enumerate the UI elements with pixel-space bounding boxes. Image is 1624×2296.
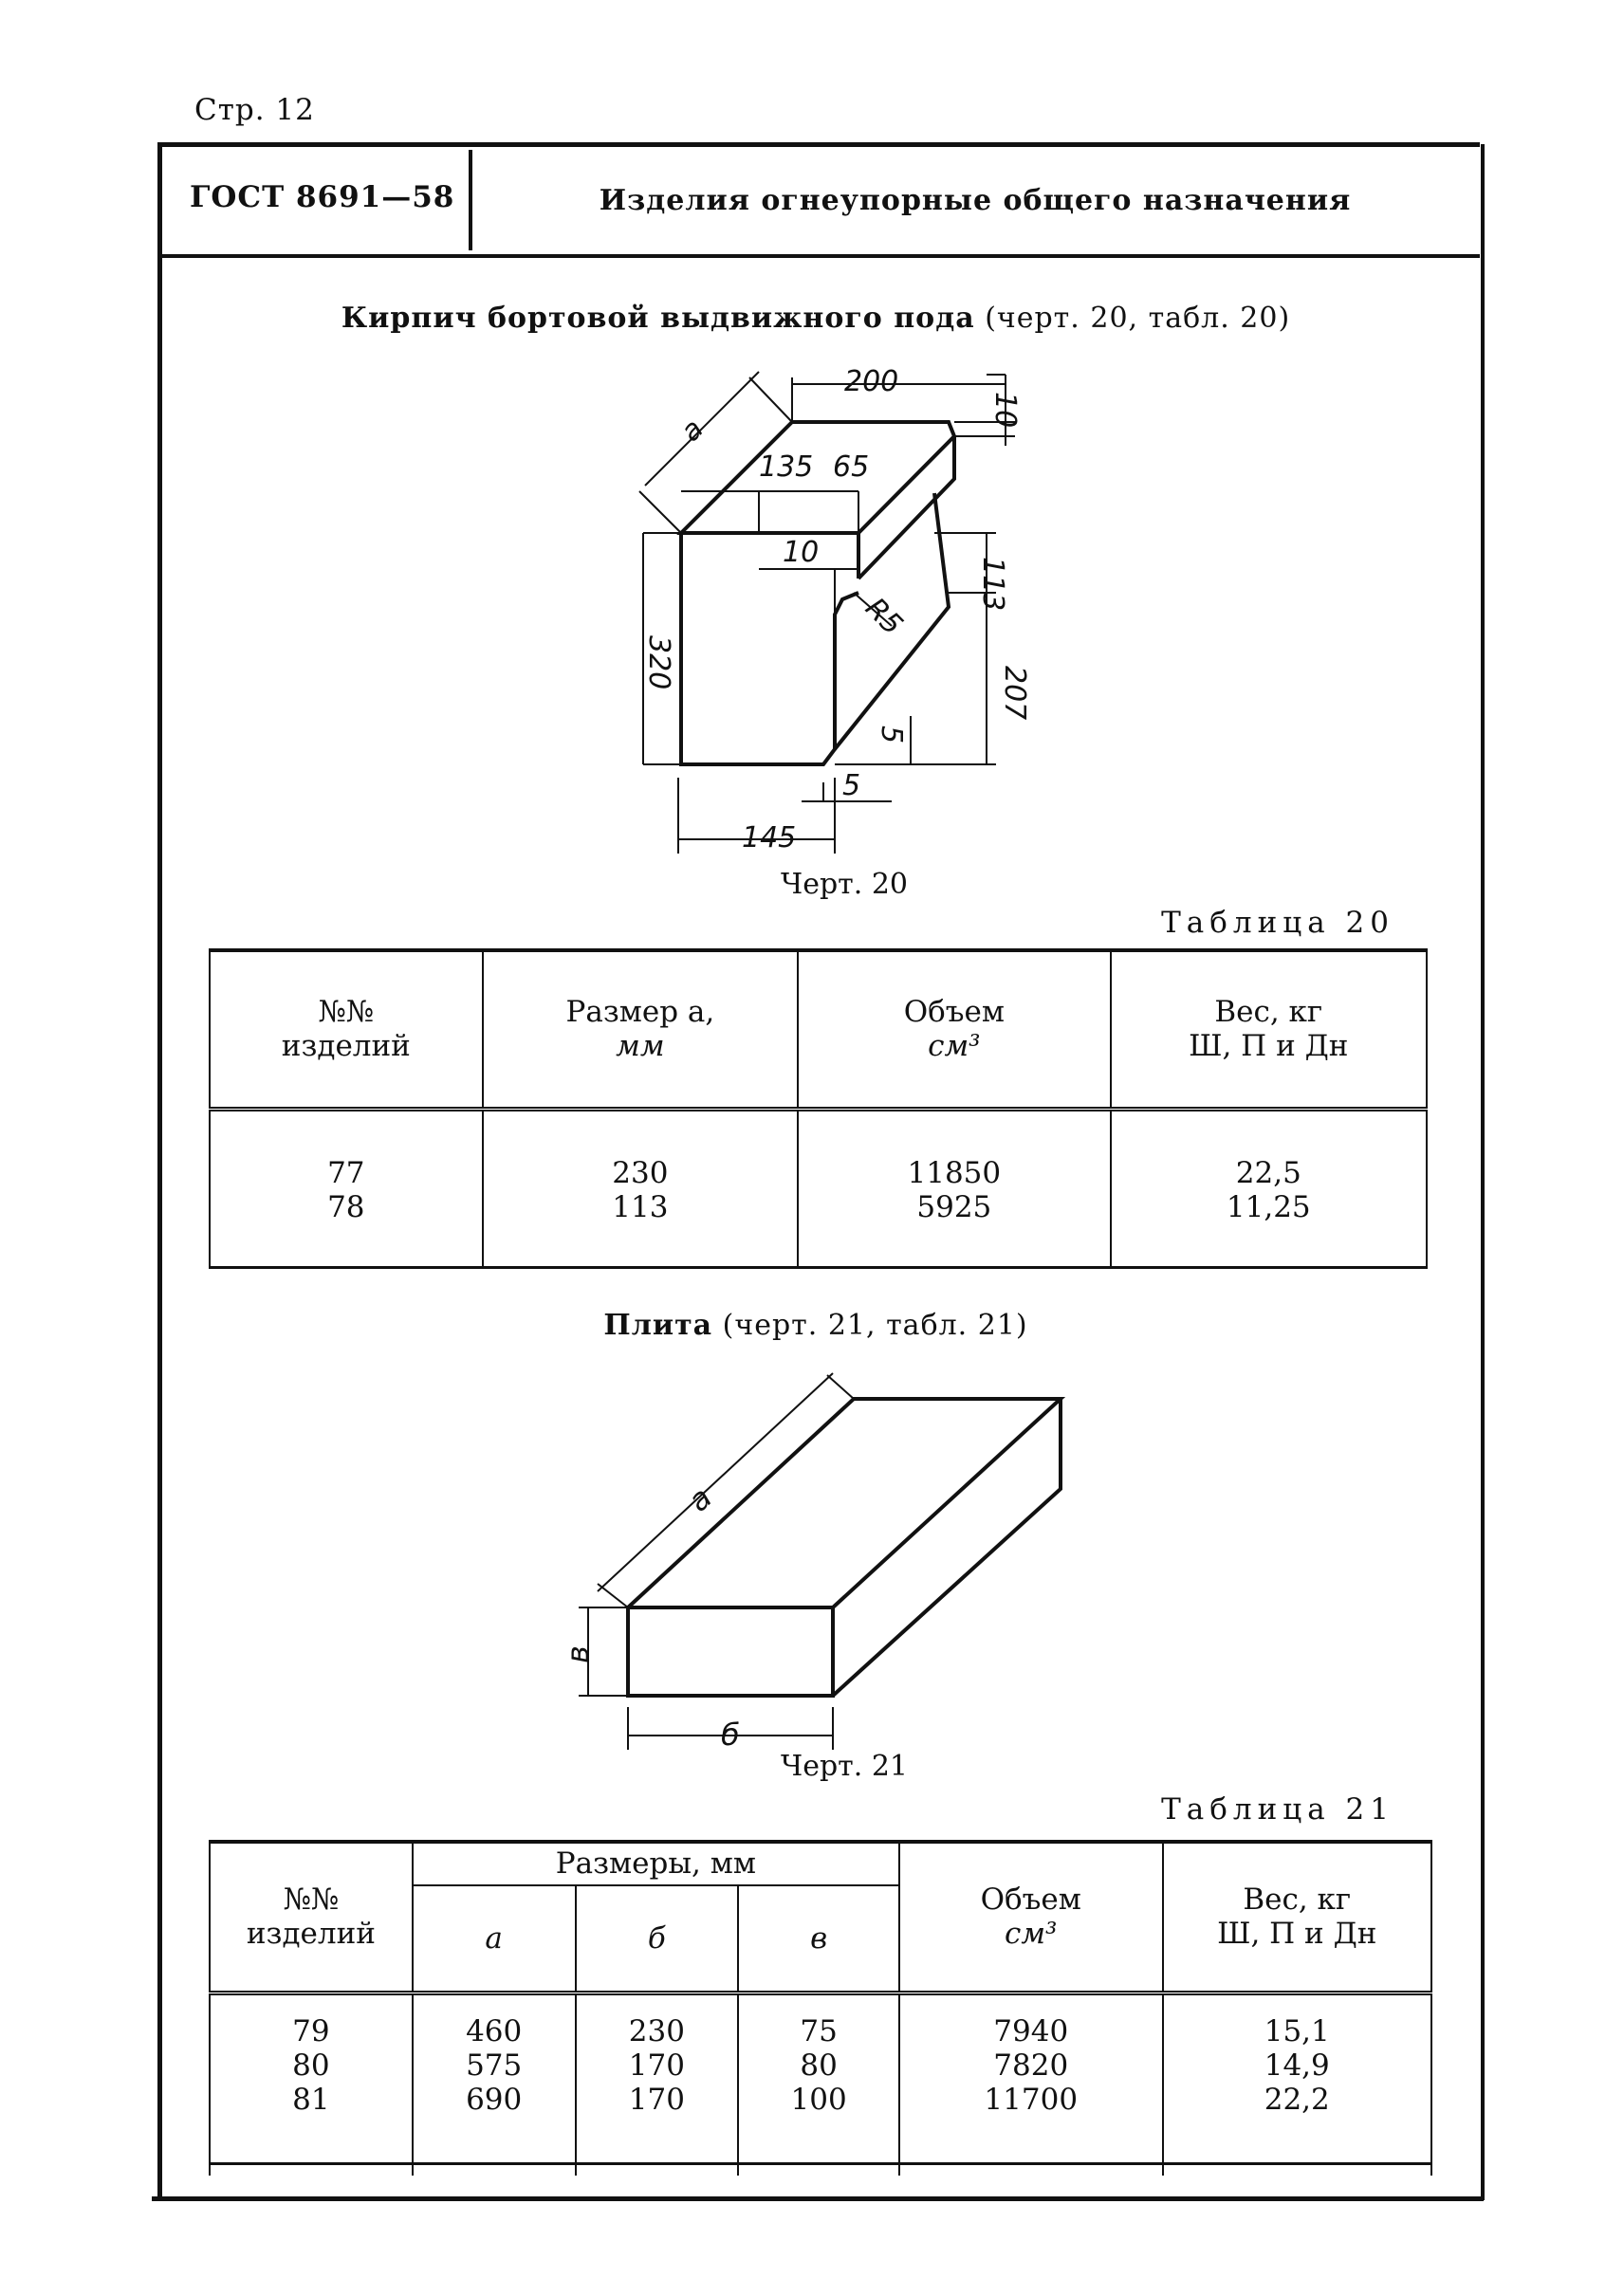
table-20-header-size: Размер а,мм: [481, 950, 800, 1111]
table-20-bottom-rule: [209, 1266, 1428, 1269]
plate-side-face: [831, 1399, 1062, 1698]
header-divider: [469, 150, 472, 250]
brick-top-face: [676, 420, 957, 535]
table-20-caption: Таблица 20: [1161, 906, 1394, 940]
table-21-subheader-b: б: [574, 1885, 740, 1995]
dim-label-200: 200: [844, 365, 898, 398]
table-21-header-sizes: Размеры, мм: [411, 1843, 900, 1886]
section-title-brick-bold: Кирпич бортовой выдвижного пода: [341, 302, 975, 335]
dim-label-10-mid: 10: [783, 536, 819, 569]
frame-bottom-rule: [152, 2196, 1484, 2201]
page-frame: [157, 144, 1485, 2200]
drawing-21: a в б: [560, 1372, 1066, 1753]
plate-front-face: [626, 1606, 835, 1698]
dim-label-135: 135: [759, 450, 813, 484]
brick-front-face: [679, 533, 859, 766]
dim-label-113: 113: [976, 557, 1009, 611]
drawing-20: a 200 10 135 65 10 113 320 R5 207 5 5 14…: [638, 365, 1031, 854]
standard-number: ГОСТ 8691—58: [190, 180, 455, 214]
dim-label-320: 320: [642, 635, 675, 689]
dim-label-5-bottom: 5: [842, 769, 860, 802]
drawing-20-caption: Черт. 20: [781, 868, 908, 901]
dim-label-207: 207: [998, 666, 1031, 720]
document-title: Изделия огнеупорные общего назначения: [599, 184, 1352, 217]
section-title-plate-ref: (черт. 21, табл. 21): [722, 1309, 1028, 1342]
section-title-plate-bold: Плита: [603, 1309, 713, 1342]
dim-label-65: 65: [833, 450, 869, 484]
dim-label-r5: R5: [858, 592, 909, 642]
dim-label-5-right: 5: [875, 726, 908, 744]
section-title-brick-ref: (черт. 20, табл. 20): [985, 302, 1291, 335]
table-21-caption: Таблица 21: [1161, 1792, 1394, 1827]
header-bottom-rule: [157, 254, 1480, 258]
brick-back-profile: [833, 492, 951, 751]
dim-label-145: 145: [742, 821, 796, 854]
table-21-subheader-a: а: [411, 1885, 577, 1995]
table-21-bottom-rule: [209, 2162, 1432, 2165]
plate-top-face: [626, 1397, 1066, 1609]
table-21-subheader-v: в: [737, 1885, 900, 1995]
section-title-brick: Кирпич бортовой выдвижного пода (черт. 2…: [161, 302, 1470, 335]
table-21-header-row-2: а б в: [210, 1885, 1431, 1995]
brick-step: [857, 436, 956, 580]
table-21-top-rule: [209, 1840, 1432, 1844]
page-number: Стр. 12: [194, 93, 315, 127]
dim-label-10-top: 10: [988, 392, 1022, 428]
section-title-plate: Плита (черт. 21, табл. 21): [161, 1309, 1470, 1342]
drawing-21-caption: Черт. 21: [781, 1750, 908, 1783]
plate-label-v: в: [560, 1645, 596, 1663]
frame-top-rule: [157, 142, 1480, 147]
dim-label-a: a: [674, 413, 710, 449]
plate-label-b: б: [721, 1717, 740, 1753]
